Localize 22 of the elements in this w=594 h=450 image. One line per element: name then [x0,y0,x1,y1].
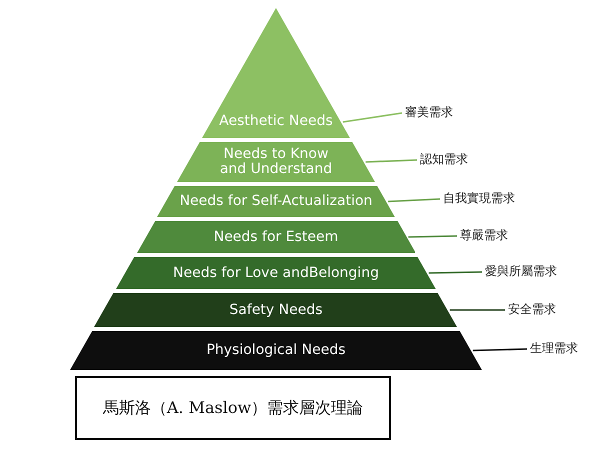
layer-label: Physiological Needs [205,343,347,358]
leader-line [450,309,505,311]
annotation-label: 生理需求 [530,340,578,357]
leader-line [472,348,528,352]
annotation-label: 自我實現需求 [443,190,515,207]
annotation-label: 尊嚴需求 [460,227,508,244]
layer-label: Safety Needs [228,302,324,318]
leader-line [428,271,482,274]
annotation-label: 審美需求 [405,104,453,121]
leader-line [388,198,440,202]
leader-line [408,235,458,238]
annotation-label: 安全需求 [508,301,556,318]
annotation-label: 愛與所屬需求 [485,263,557,280]
layer-label: Aesthetic Needs [218,114,334,129]
layer-label: Needs for Esteem [212,230,340,244]
annotation-label: 認知需求 [420,151,468,168]
leader-line [342,112,402,123]
layer-label: Needs for Love andBelonging [172,266,380,280]
layer-label: Needs for Self-Actualization [178,194,374,209]
leader-line [366,159,418,163]
layer-label: Needs to Know and Understand [218,147,334,177]
caption-box: 馬斯洛（A. Maslow）需求層次理論 [75,376,391,440]
